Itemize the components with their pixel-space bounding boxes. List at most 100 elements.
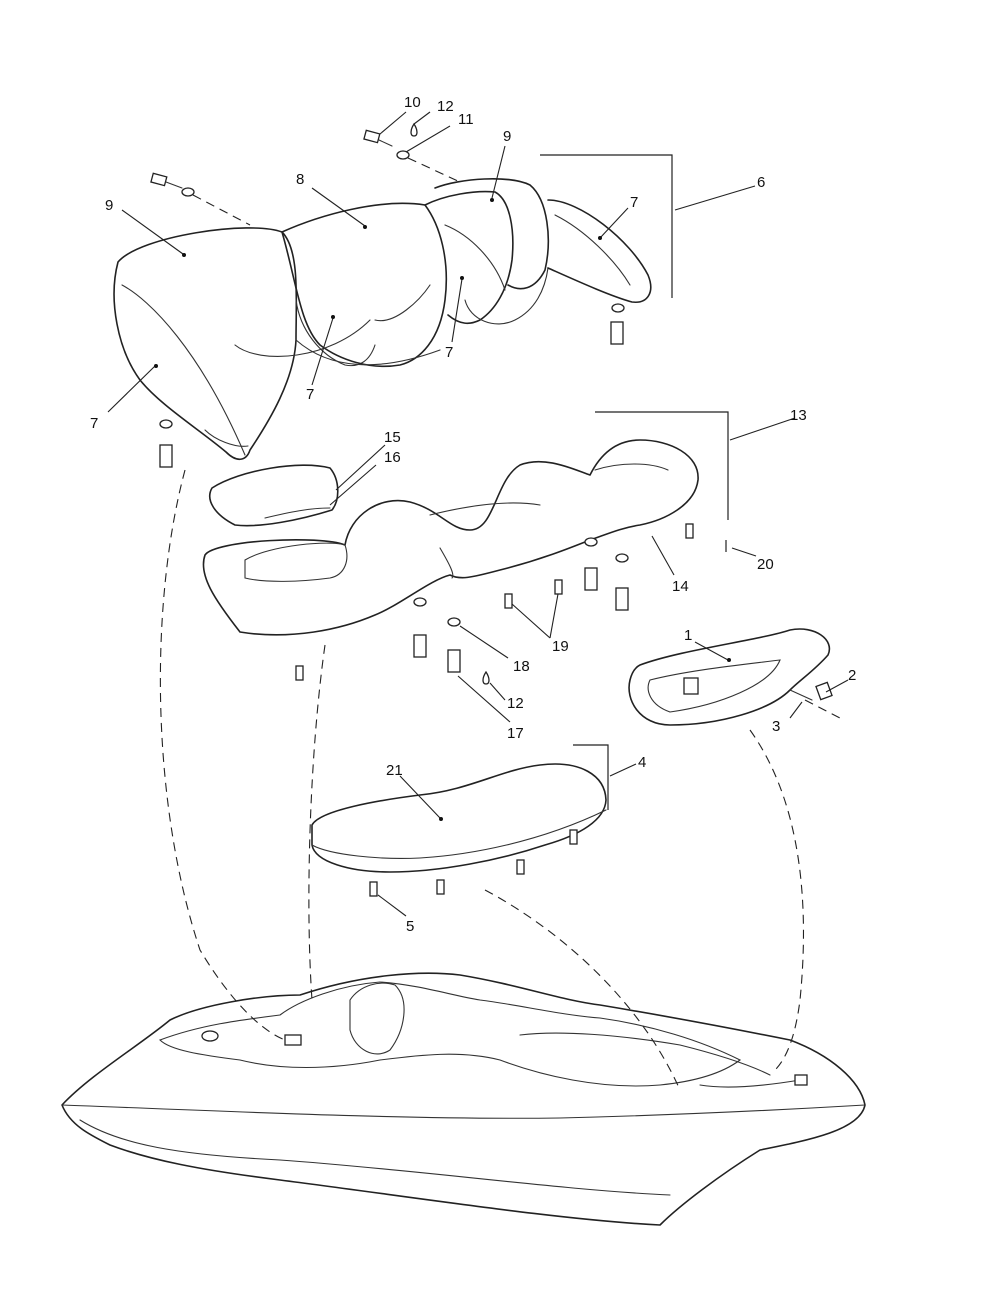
screw-base-1 bbox=[413, 634, 427, 658]
dot-21 bbox=[439, 817, 443, 821]
callout-15: 15 bbox=[384, 429, 401, 446]
leader-14 bbox=[651, 535, 675, 576]
bracket-13 bbox=[595, 411, 729, 520]
callout-7-center: 7 bbox=[445, 344, 453, 361]
leader-7-right bbox=[599, 207, 629, 239]
bracket-4 bbox=[573, 744, 609, 810]
sealant-drop-base bbox=[482, 670, 490, 685]
bow-eye bbox=[794, 1074, 808, 1086]
storage-cover-assembly bbox=[311, 763, 607, 897]
hull-outline bbox=[61, 972, 866, 1226]
washer-base-4 bbox=[615, 553, 629, 563]
grab-handle-inner bbox=[647, 659, 781, 713]
front-section-lower bbox=[464, 267, 549, 325]
seat-base-hardware bbox=[295, 523, 694, 685]
callout-14: 14 bbox=[672, 578, 689, 595]
washer-lower-left bbox=[159, 419, 173, 429]
washer-top bbox=[396, 150, 410, 160]
dot-9-left bbox=[182, 253, 186, 257]
alignment-lines bbox=[159, 157, 841, 1091]
leaders bbox=[107, 111, 849, 917]
dot-7-left bbox=[154, 364, 158, 368]
dot-7-center bbox=[460, 276, 464, 280]
leader-4 bbox=[609, 763, 637, 777]
hull-chine bbox=[79, 1119, 671, 1196]
callout-16: 16 bbox=[384, 449, 401, 466]
callout-11: 11 bbox=[458, 111, 474, 128]
callout-3: 3 bbox=[772, 718, 780, 735]
callout-5: 5 bbox=[406, 918, 414, 935]
seat-cover-front-bolster bbox=[547, 199, 652, 303]
align-handle-cap bbox=[804, 699, 841, 719]
leader-19b bbox=[549, 593, 559, 639]
bolt-shank-top bbox=[378, 139, 393, 147]
callout-labels: 1 2 3 4 5 6 7 7 7 7 8 9 9 10 11 12 12 13… bbox=[90, 94, 856, 935]
leader-9-right bbox=[491, 145, 506, 199]
leader-3 bbox=[789, 701, 803, 719]
seat-cover-hardware bbox=[150, 122, 625, 468]
callout-9-right: 9 bbox=[503, 128, 511, 145]
callout-20: 20 bbox=[757, 556, 774, 573]
deck-bow-detail bbox=[699, 1079, 801, 1088]
screw-lower-left bbox=[159, 444, 173, 468]
hull-rub-rail bbox=[61, 1104, 866, 1119]
leader-16 bbox=[329, 464, 377, 506]
grab-handle-assembly bbox=[628, 628, 833, 726]
middle-section-seam-2 bbox=[374, 284, 431, 322]
align-cover-to-hull bbox=[484, 889, 681, 1091]
callout-4: 4 bbox=[638, 754, 646, 771]
cover-screw-1 bbox=[569, 829, 578, 845]
align-bolt-top bbox=[407, 157, 461, 183]
tapping-screw-3 bbox=[685, 523, 694, 539]
leader-8 bbox=[311, 187, 366, 227]
callout-1: 1 bbox=[684, 627, 692, 644]
callout-10: 10 bbox=[404, 94, 421, 111]
seat-rear-pad bbox=[209, 464, 339, 527]
washer-left bbox=[181, 187, 195, 197]
screw-base-4 bbox=[615, 587, 629, 611]
callout-8: 8 bbox=[296, 171, 304, 188]
callout-12-base: 12 bbox=[507, 695, 524, 712]
leader-11 bbox=[405, 125, 451, 153]
leader-12-base bbox=[489, 682, 506, 701]
bolt-base-2 bbox=[447, 649, 461, 673]
callout-7-left: 7 bbox=[90, 415, 98, 432]
dot-1 bbox=[727, 658, 731, 662]
cover-screw-2 bbox=[516, 859, 525, 875]
callout-6: 6 bbox=[757, 174, 765, 191]
callout-12-top: 12 bbox=[437, 98, 454, 115]
bolt-head-top bbox=[363, 129, 381, 144]
seat-cover-middle-section bbox=[281, 202, 448, 368]
leader-2 bbox=[825, 679, 849, 693]
dot-9-right bbox=[490, 198, 494, 202]
align-handle-to-hull bbox=[749, 729, 805, 1071]
seat-cover-rear-cap-panel bbox=[121, 284, 246, 456]
callout-19: 19 bbox=[552, 638, 569, 655]
middle-section-seam bbox=[234, 319, 371, 357]
screw-right bbox=[610, 321, 624, 345]
callout-17: 17 bbox=[507, 725, 524, 742]
leader-13 bbox=[729, 417, 796, 441]
leader-18 bbox=[459, 625, 509, 659]
tapping-screw-1 bbox=[554, 579, 563, 595]
callout-13: 13 bbox=[790, 407, 807, 424]
front-bolster-inner bbox=[554, 214, 631, 286]
seat-cover-assembly bbox=[113, 178, 652, 461]
leader-12-top bbox=[413, 111, 431, 125]
washer-base-3 bbox=[584, 537, 598, 547]
leader-9-left bbox=[121, 209, 184, 255]
seat-base-middle-well bbox=[429, 502, 541, 516]
grab-handle bbox=[628, 628, 831, 726]
leader-6 bbox=[674, 185, 756, 211]
screw-base-3 bbox=[584, 567, 598, 591]
handle-screw bbox=[789, 689, 813, 701]
stern-cleat bbox=[201, 1030, 219, 1042]
leader-21 bbox=[399, 775, 441, 819]
seat-base-ridge bbox=[439, 547, 454, 579]
front-section-inner bbox=[444, 224, 506, 291]
callout-7-right: 7 bbox=[630, 194, 638, 211]
cover-screw-4 bbox=[369, 881, 378, 897]
dot-8 bbox=[363, 225, 367, 229]
dot-7-right bbox=[598, 236, 602, 240]
